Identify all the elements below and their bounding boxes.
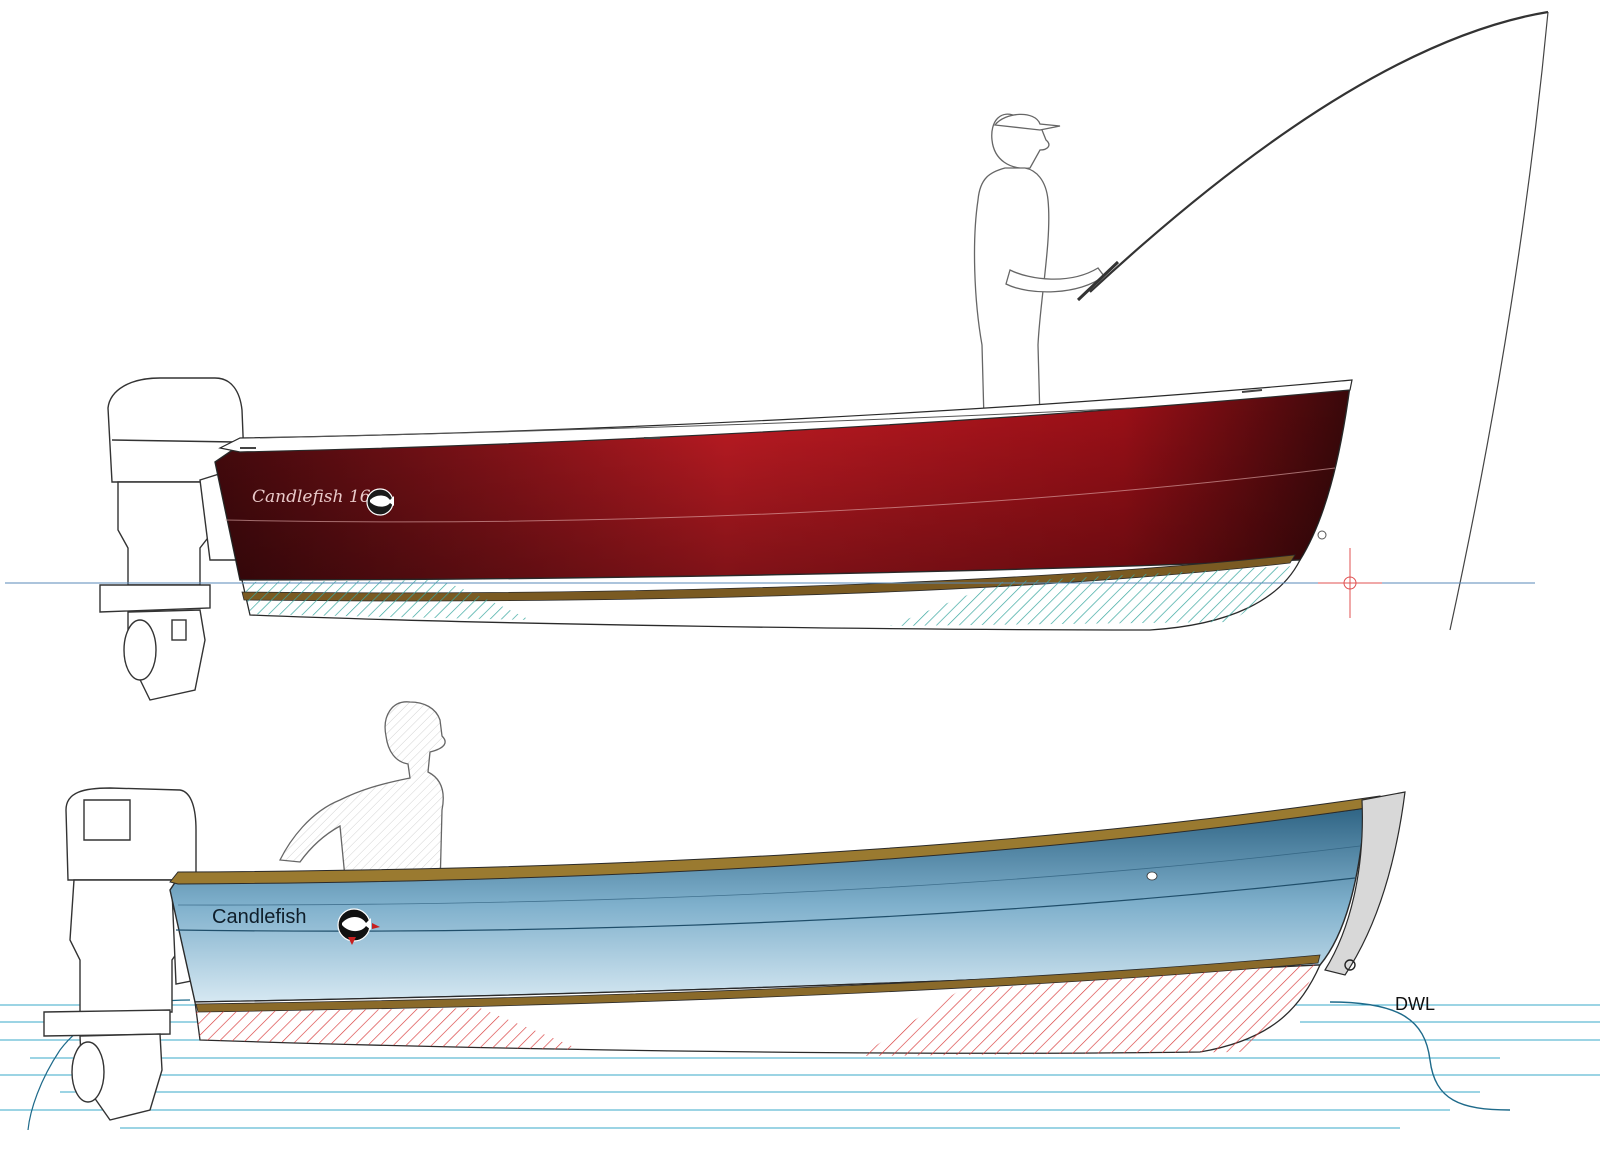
outboard-motor-icon [43, 787, 197, 1121]
seated-figure-icon [278, 701, 446, 889]
outboard-motor-icon [99, 377, 245, 701]
fishing-line [1449, 11, 1549, 631]
lower-hull-name: Candlefish [212, 906, 307, 928]
upper-boat: Candlefish 16 [5, 10, 1549, 701]
upper-hull-name: Candlefish 16 [252, 487, 371, 507]
lower-stem [1324, 791, 1406, 976]
dwl-label: DWL [1395, 994, 1435, 1014]
fish-logo-icon [366, 488, 394, 516]
lower-hatch-fwd [860, 964, 1318, 1056]
upper-hatch-fwd [890, 566, 1290, 626]
datum-marker [1318, 548, 1382, 618]
angler-figure-icon [973, 113, 1105, 421]
lower-rubrail [195, 954, 1321, 1013]
lower-boat: Candlefish DWL [0, 701, 1600, 1131]
lower-hatch-aft [196, 1008, 580, 1050]
upper-hatch-aft [244, 580, 530, 620]
vent-port [1146, 871, 1158, 881]
fishing-rod [1089, 10, 1549, 293]
fish-logo-icon [337, 908, 380, 945]
upper-gunwale [218, 379, 1353, 453]
bow-wave [1329, 1001, 1511, 1111]
